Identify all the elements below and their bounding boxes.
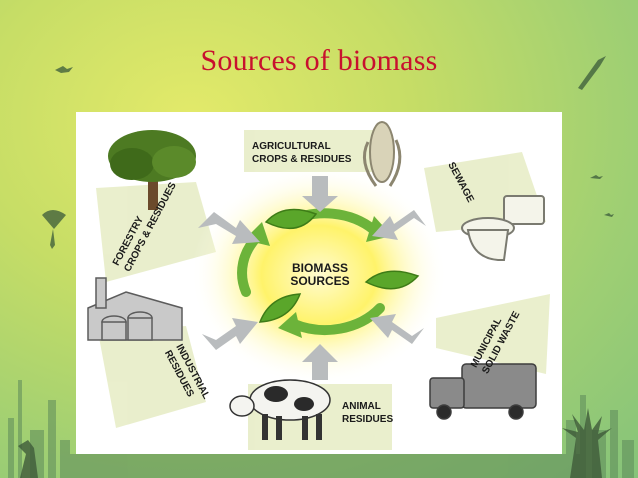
- center-label: BIOMASS SOURCES: [290, 262, 350, 288]
- slide-title: Sources of biomass: [200, 44, 438, 77]
- center-label-line2: SOURCES: [290, 274, 350, 288]
- tree-icon: [108, 130, 196, 210]
- center-label-line1: BIOMASS: [291, 261, 348, 275]
- person-silhouette: [18, 440, 38, 478]
- leaf-icon: [264, 208, 318, 230]
- leaf-icon: [258, 293, 302, 323]
- arrow-forestry: [198, 212, 260, 244]
- cow-icon: [229, 379, 331, 440]
- leaf-icon: [364, 270, 420, 290]
- label-animal: ANIMAL RESIDUES: [342, 401, 394, 425]
- arrow-industrial: [202, 318, 258, 350]
- arrow-animal: [302, 344, 338, 380]
- bird-icon: [590, 175, 603, 179]
- leaf-group: [258, 208, 420, 323]
- arrows: [198, 176, 426, 380]
- corn-icon: [362, 121, 402, 187]
- toilet-icon: [461, 195, 545, 261]
- factory-icon: [87, 277, 183, 341]
- parachute-icon: [42, 210, 66, 249]
- bird-icon: [55, 66, 73, 73]
- bird-icon: [604, 213, 614, 217]
- bird-icon: [578, 56, 606, 90]
- arrow-municipal: [370, 314, 424, 344]
- garbage-truck-icon: [429, 363, 537, 420]
- arrow-sewage: [372, 210, 426, 240]
- city-skyline: [8, 380, 634, 478]
- tree-silhouette: [562, 408, 612, 478]
- biomass-diagram: BIOMASS SOURCES AGRICULTURAL CROPS & RES…: [76, 112, 562, 454]
- label-agricultural: AGRICULTURAL CROPS & RESIDUES: [252, 141, 352, 165]
- ring-arrowhead: [278, 312, 302, 338]
- diagram-canvas: [87, 121, 550, 450]
- arrow-agricultural: [302, 176, 338, 212]
